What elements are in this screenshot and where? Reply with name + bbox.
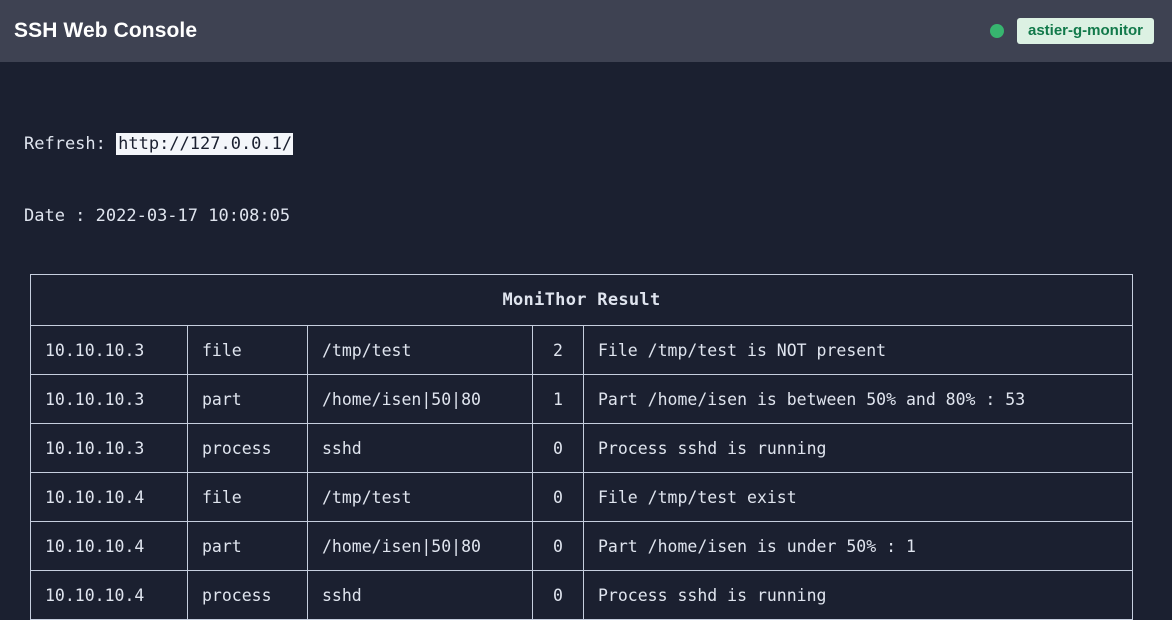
table-title-row: MoniThor Result <box>30 274 1133 326</box>
cell-host: 10.10.10.3 <box>30 374 188 424</box>
cell-message: Process sshd is running <box>583 423 1133 473</box>
cell-code: 2 <box>532 325 584 375</box>
cell-message: Part /home/isen is between 50% and 80% :… <box>583 374 1133 424</box>
cell-host: 10.10.10.4 <box>30 472 188 522</box>
status-online-dot-icon <box>989 24 1004 38</box>
date-value: 2022-03-17 10:08:05 <box>95 206 291 226</box>
refresh-line: Refresh: http://127.0.0.1/ <box>24 132 1172 156</box>
cell-message: File /tmp/test exist <box>583 472 1133 522</box>
cell-target: sshd <box>307 570 533 620</box>
cell-target: /home/isen|50|80 <box>307 374 533 424</box>
cell-message: File /tmp/test is NOT present <box>583 325 1133 375</box>
cell-host: 10.10.10.3 <box>30 325 188 375</box>
cell-code: 0 <box>532 570 584 620</box>
page-title: SSH Web Console <box>14 19 198 42</box>
cell-target: /home/isen|50|80 <box>307 521 533 571</box>
cell-type: part <box>187 521 308 571</box>
cell-message: Part /home/isen is under 50% : 1 <box>583 521 1133 571</box>
cell-code: 0 <box>532 472 584 522</box>
cell-type: file <box>187 472 308 522</box>
cell-code: 0 <box>532 521 584 571</box>
cell-type: process <box>187 423 308 473</box>
cell-type: part <box>187 374 308 424</box>
cell-message: Process sshd is running <box>583 570 1133 620</box>
cell-host: 10.10.10.4 <box>30 521 188 571</box>
info-block: Refresh: http://127.0.0.1/ Date : 2022-0… <box>0 62 1172 252</box>
status-badge-hostname[interactable]: astier-g-monitor <box>1016 17 1154 45</box>
date-label: Date : <box>24 206 96 226</box>
cell-code: 1 <box>532 374 584 424</box>
cell-host: 10.10.10.4 <box>30 570 188 620</box>
cell-target: /tmp/test <box>307 472 533 522</box>
refresh-url-link[interactable]: http://127.0.0.1/ <box>116 133 294 155</box>
cell-host: 10.10.10.3 <box>30 423 188 473</box>
refresh-label: Refresh: <box>24 134 117 154</box>
cell-type: file <box>187 325 308 375</box>
cell-target: /tmp/test <box>307 325 533 375</box>
cell-type: process <box>187 570 308 620</box>
cell-code: 0 <box>532 423 584 473</box>
cell-target: sshd <box>307 423 533 473</box>
connection-status-group: astier-g-monitor <box>989 17 1154 45</box>
table-title: MoniThor Result <box>30 274 1133 326</box>
date-line: Date : 2022-03-17 10:08:05 <box>24 204 1172 228</box>
app-header: SSH Web Console astier-g-monitor <box>0 0 1172 62</box>
